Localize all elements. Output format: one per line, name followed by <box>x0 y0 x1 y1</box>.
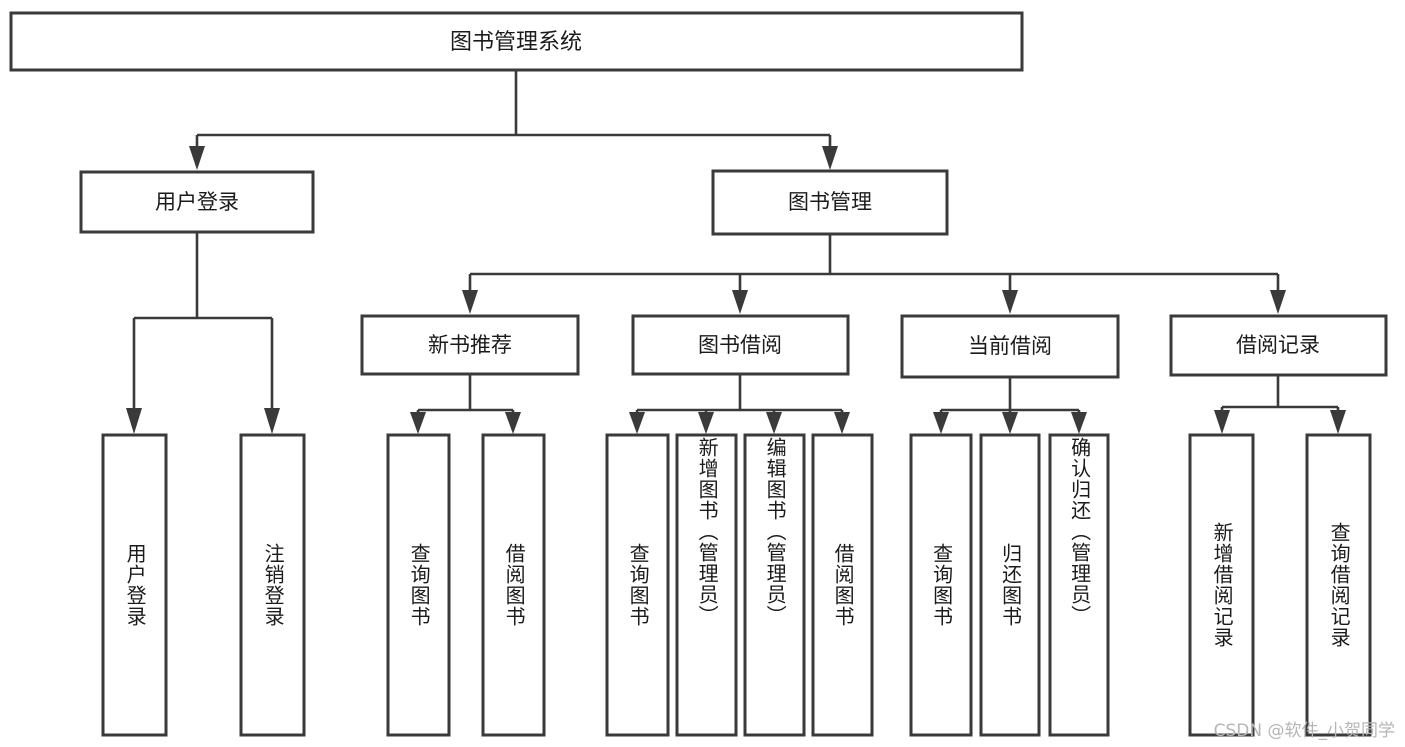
node-borrow-record-label: 借阅记录 <box>1236 333 1320 357</box>
node-leaf-add-record[interactable] <box>1188 433 1255 737</box>
watermark: CSDN @软件_小贺同学 <box>1213 721 1395 741</box>
arrow-leaf-query-book-3-icon <box>933 412 949 434</box>
arrow-leaf-query-book-1-icon <box>410 412 426 434</box>
node-book-manage-label: 图书管理 <box>788 190 872 214</box>
arrow-new-book-recommend-icon <box>462 290 478 314</box>
node-leaf-query-book-1[interactable] <box>386 433 451 737</box>
arrow-leaf-borrow-book-2-icon <box>834 412 850 434</box>
node-leaf-borrow-book-1[interactable] <box>481 433 546 737</box>
connector-group <box>126 70 1346 434</box>
node-book-borrow-label: 图书借阅 <box>698 333 782 357</box>
node-leaf-return-book[interactable] <box>979 433 1041 737</box>
node-book-manage[interactable] <box>711 169 949 236</box>
arrow-to-book-manage-icon <box>822 146 838 170</box>
node-new-book-recommend[interactable] <box>360 314 580 376</box>
node-current-borrow[interactable] <box>900 314 1120 379</box>
node-root-label: 图书管理系统 <box>450 30 582 55</box>
arrow-leaf-add-record-icon <box>1214 410 1230 434</box>
arrow-leaf-return-book-icon <box>1002 412 1018 434</box>
node-leaf-confirm-return[interactable] <box>1048 433 1110 737</box>
node-new-book-recommend-label: 新书推荐 <box>428 333 512 357</box>
node-leaf-user-login[interactable] <box>101 433 168 737</box>
arrow-leaf-query-record-icon <box>1330 410 1346 434</box>
arrow-leaf-user-logout-icon <box>264 408 280 434</box>
node-current-borrow-label: 当前借阅 <box>968 334 1052 358</box>
arrow-current-borrow-icon <box>1002 290 1018 314</box>
arrow-leaf-edit-book-icon <box>766 412 782 434</box>
node-group: 图书管理系统 用户登录 图书管理 新书推荐 图书借阅 当前借阅 借阅记录 <box>9 11 1388 737</box>
node-leaf-query-book-3[interactable] <box>909 433 973 737</box>
node-leaf-query-book-2[interactable] <box>605 433 670 737</box>
arrow-leaf-add-book-icon <box>698 412 714 434</box>
arrow-book-borrow-icon <box>732 290 748 314</box>
node-user-login-label: 用户登录 <box>155 190 239 214</box>
node-leaf-borrow-book-2[interactable] <box>811 433 874 737</box>
arrow-leaf-query-book-2-icon <box>629 412 645 434</box>
node-user-login[interactable] <box>79 170 315 234</box>
node-leaf-edit-book[interactable] <box>743 433 806 737</box>
arrow-leaf-user-login-icon <box>126 408 142 434</box>
arrow-leaf-borrow-book-1-icon <box>505 412 521 434</box>
arrow-leaf-confirm-return-icon <box>1071 412 1087 434</box>
node-root[interactable] <box>9 11 1024 72</box>
node-book-borrow[interactable] <box>631 314 850 376</box>
node-leaf-user-logout[interactable] <box>239 433 306 737</box>
node-leaf-add-book[interactable] <box>675 433 738 737</box>
node-leaf-query-record[interactable] <box>1305 433 1372 737</box>
node-borrow-record[interactable] <box>1169 314 1388 377</box>
arrow-to-user-login-icon <box>189 146 205 170</box>
arrow-borrow-record-icon <box>1270 290 1286 314</box>
